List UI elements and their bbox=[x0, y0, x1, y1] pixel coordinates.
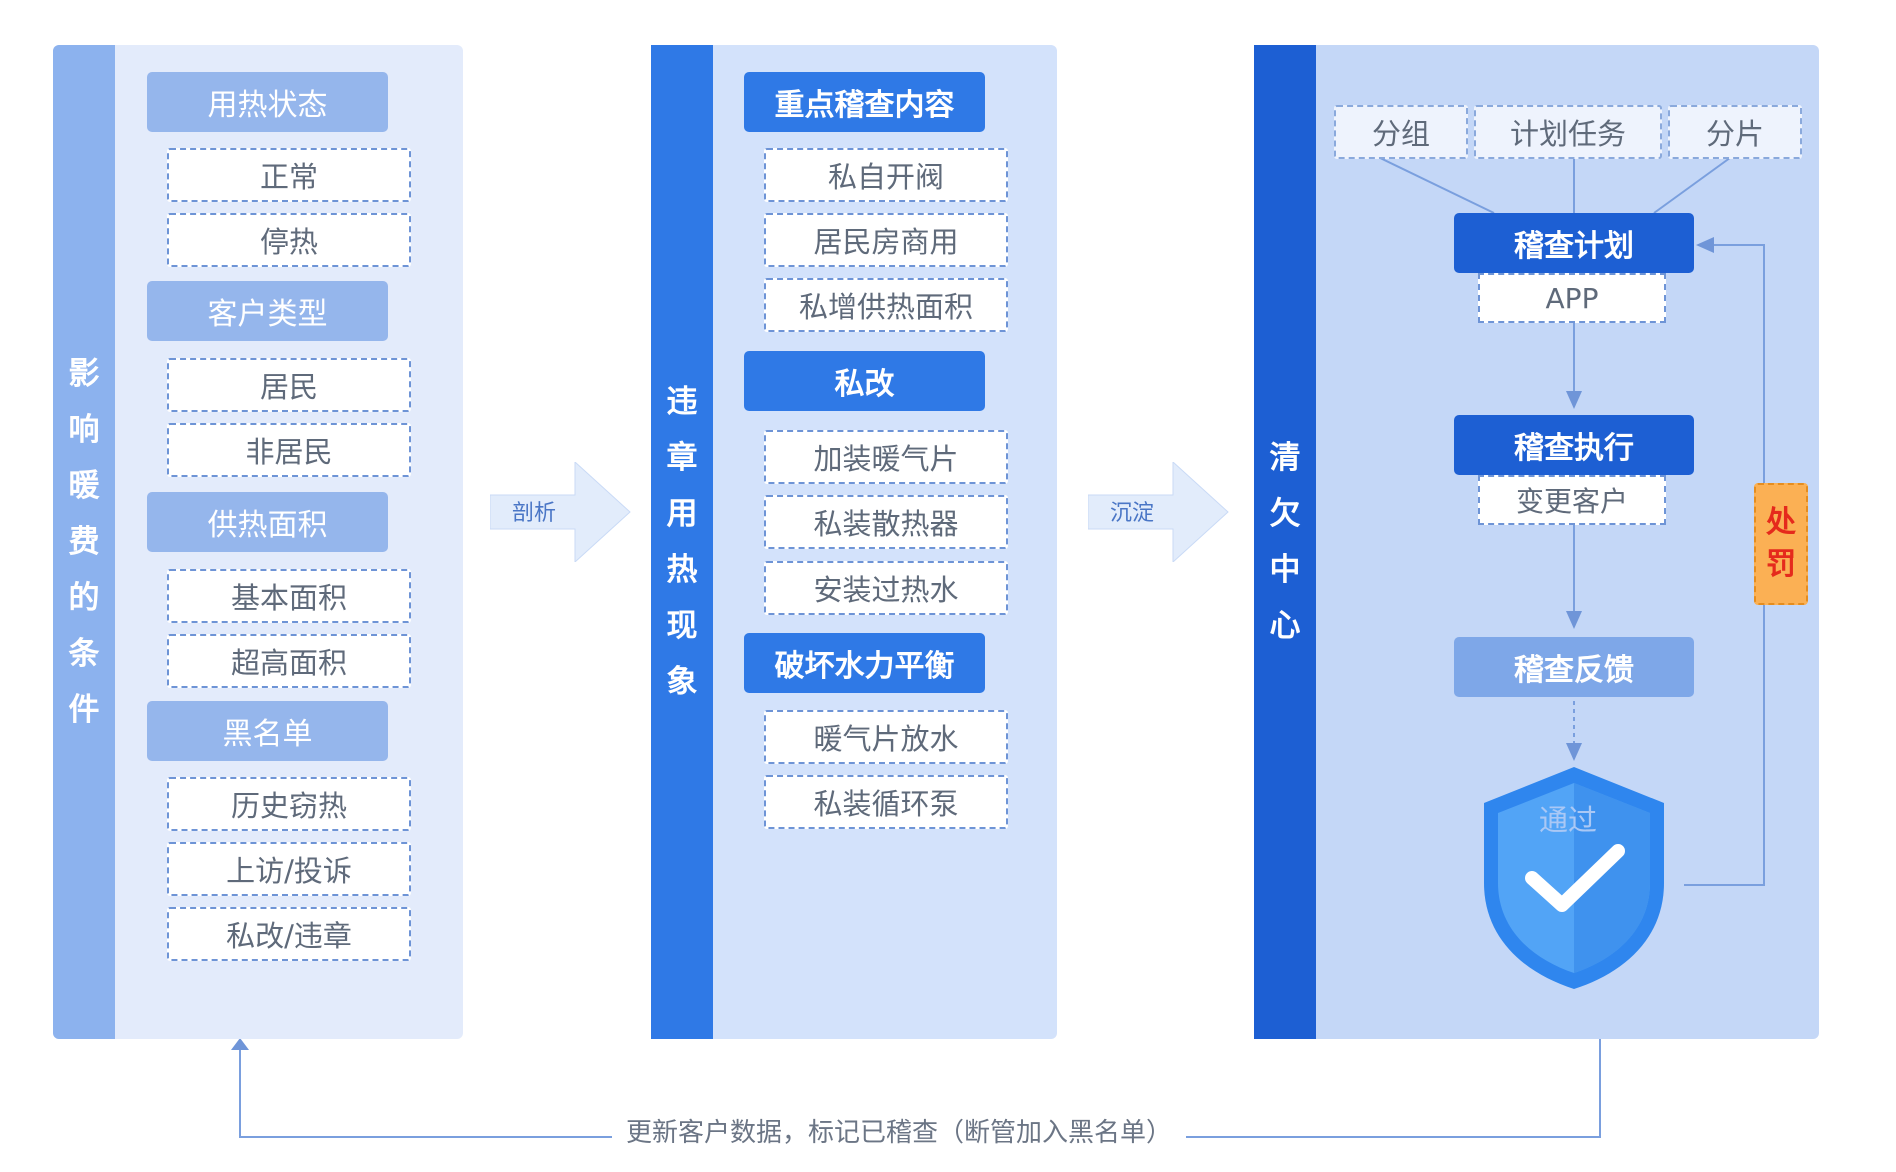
bottom-feedback-label: 更新客户数据，标记已稽查（断管加入黑名单） bbox=[612, 1112, 1187, 1149]
item-modification-violation: 私改/违章 bbox=[167, 907, 411, 961]
title-char: 费 bbox=[68, 524, 100, 560]
penalty-char: 罚 bbox=[1766, 547, 1796, 582]
title-char: 现 bbox=[666, 608, 698, 644]
category-heating-status: 用热状态 bbox=[147, 72, 388, 132]
item-radiator-draining: 暖气片放水 bbox=[764, 710, 1008, 764]
item-petition-complaint: 上访/投诉 bbox=[167, 842, 411, 896]
settle-label: 沉淀 bbox=[1110, 501, 1155, 526]
penalty-badge: 处 罚 bbox=[1754, 483, 1808, 605]
title-char: 条 bbox=[68, 636, 100, 672]
title-char: 违 bbox=[666, 384, 698, 420]
item-private-heat-sink: 私装散热器 bbox=[764, 495, 1008, 549]
item-stop-heating: 停热 bbox=[167, 213, 411, 267]
title-char: 热 bbox=[666, 552, 698, 588]
title-char: 清 bbox=[1269, 440, 1301, 476]
item-non-resident: 非居民 bbox=[167, 423, 411, 477]
title-char: 的 bbox=[68, 580, 100, 616]
bottom-loop-arrowhead bbox=[231, 1038, 249, 1050]
step-inspection-feedback: 稽查反馈 bbox=[1454, 637, 1694, 697]
tag-grouping: 分组 bbox=[1334, 105, 1468, 159]
item-private-circulation-pump: 私装循环泵 bbox=[764, 775, 1008, 829]
collection-center-title: 清 欠 中 心 bbox=[1254, 45, 1316, 1039]
category-customer-type: 客户类型 bbox=[147, 281, 388, 341]
title-char: 心 bbox=[1269, 608, 1301, 644]
influence-conditions-panel: 影 响 暖 费 的 条 件 用热状态 正常 停热 客户类型 居民 非居民 供热面… bbox=[53, 45, 463, 1039]
step-inspection-execution: 稽查执行 bbox=[1454, 415, 1694, 475]
step-inspection-plan: 稽查计划 bbox=[1454, 213, 1694, 273]
settle-arrow bbox=[1088, 462, 1229, 562]
title-char: 欠 bbox=[1269, 496, 1301, 532]
tag-area-division: 分片 bbox=[1668, 105, 1802, 159]
item-oversize-area: 超高面积 bbox=[167, 634, 411, 688]
item-bypass-water: 安装过热水 bbox=[764, 561, 1008, 615]
item-heat-theft-history: 历史窃热 bbox=[167, 777, 411, 831]
violation-phenomena-panel: 违 章 用 热 现 象 重点稽查内容 私自开阀 居民房商用 私增供热面积 私改 … bbox=[651, 45, 1057, 1039]
title-char: 件 bbox=[68, 692, 100, 728]
item-normal: 正常 bbox=[167, 148, 411, 202]
analyze-arrow bbox=[490, 462, 631, 562]
title-char: 象 bbox=[666, 664, 698, 700]
category-private-modification: 私改 bbox=[744, 351, 985, 411]
title-char: 响 bbox=[68, 412, 100, 448]
violation-phenomena-title: 违 章 用 热 现 象 bbox=[651, 45, 713, 1039]
title-char: 中 bbox=[1269, 552, 1301, 588]
penalty-char: 处 bbox=[1766, 505, 1796, 540]
tag-planned-task: 计划任务 bbox=[1474, 105, 1662, 159]
shield-check-icon bbox=[1484, 767, 1664, 989]
item-residential-commercial-use: 居民房商用 bbox=[764, 213, 1008, 267]
item-private-valve-opening: 私自开阀 bbox=[764, 148, 1008, 202]
influence-conditions-title: 影 响 暖 费 的 条 件 bbox=[53, 45, 115, 1039]
item-added-radiator: 加装暖气片 bbox=[764, 430, 1008, 484]
title-char: 用 bbox=[666, 496, 698, 532]
title-char: 暖 bbox=[68, 468, 100, 504]
title-char: 影 bbox=[68, 356, 100, 392]
collection-center-panel: 清 欠 中 心 分组 计划任务 分片 稽查计划 APP 稽查执行 变更客户 稽查… bbox=[1254, 45, 1819, 1039]
category-key-inspection: 重点稽查内容 bbox=[744, 72, 985, 132]
shield-label: 通过 bbox=[1539, 803, 1598, 837]
item-resident: 居民 bbox=[167, 358, 411, 412]
item-added-heating-area: 私增供热面积 bbox=[764, 278, 1008, 332]
analyze-label: 剖析 bbox=[512, 501, 557, 526]
category-heating-area: 供热面积 bbox=[147, 492, 388, 552]
item-basic-area: 基本面积 bbox=[167, 569, 411, 623]
step-change-customer: 变更客户 bbox=[1478, 475, 1666, 525]
title-char: 章 bbox=[666, 440, 698, 476]
step-inspection-plan-app: APP bbox=[1478, 273, 1666, 323]
category-hydraulic-balance: 破坏水力平衡 bbox=[744, 633, 985, 693]
category-blacklist: 黑名单 bbox=[147, 701, 388, 761]
